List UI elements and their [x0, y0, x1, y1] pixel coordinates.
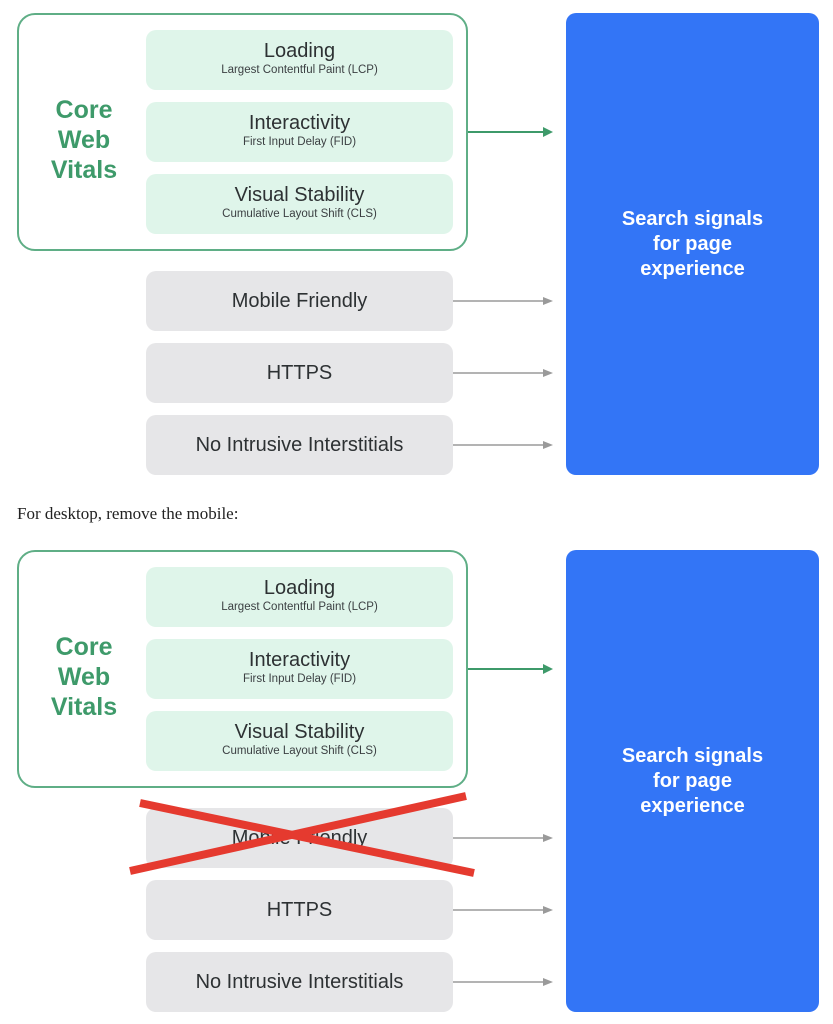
metric-subtitle: Largest Contentful Paint (LCP) [221, 601, 378, 613]
page-experience-label: Search signals for page experience [621, 744, 764, 817]
https-arrow [453, 369, 553, 377]
metric-title: Loading [263, 577, 336, 599]
caption: For desktop, remove the mobile: [17, 504, 239, 523]
page-experience-box: Search signals for page experience [566, 550, 819, 1012]
core-web-vitals-title: Core Web Vitals [50, 96, 118, 184]
metric-subtitle: Largest Contentful Paint (LCP) [221, 64, 378, 76]
diagram-desktop: Core Web Vitals Loading Largest Contentf… [0, 537, 833, 1017]
metric-title: Visual Stability [234, 721, 365, 743]
arrows [453, 127, 553, 449]
mobile-arrow [453, 297, 553, 305]
metric-subtitle: Cumulative Layout Shift (CLS) [222, 745, 377, 757]
interstitials-arrow [453, 441, 553, 449]
metric-subtitle: First Input Delay (FID) [242, 136, 357, 148]
cwv-arrow [468, 664, 553, 674]
interstitials-arrow [453, 978, 553, 986]
signal-no-intrusive-interstitials: No Intrusive Interstitials [146, 415, 453, 475]
metric-title: Visual Stability [234, 184, 365, 206]
metric-title: Interactivity [248, 649, 351, 671]
metric-interactivity: Interactivity First Input Delay (FID) [146, 639, 453, 699]
metric-interactivity: Interactivity First Input Delay (FID) [146, 102, 453, 162]
metric-subtitle: Cumulative Layout Shift (CLS) [222, 208, 377, 220]
cwv-arrow [468, 127, 553, 137]
core-web-vitals-title: Core Web Vitals [50, 633, 118, 721]
metric-loading: Loading Largest Contentful Paint (LCP) [146, 30, 453, 90]
metric-title: Loading [263, 40, 336, 62]
signal-https: HTTPS [146, 343, 453, 403]
https-arrow [453, 906, 553, 914]
mobile-arrow [453, 834, 553, 842]
metric-visual-stability: Visual Stability Cumulative Layout Shift… [146, 174, 453, 234]
metric-title: Interactivity [248, 112, 351, 134]
diagram-mobile: Core Web Vitals Loading Largest Contentf… [0, 0, 833, 480]
signal-no-intrusive-interstitials: No Intrusive Interstitials [146, 952, 453, 1012]
metric-visual-stability: Visual Stability Cumulative Layout Shift… [146, 711, 453, 771]
signal-mobile-friendly: Mobile Friendly [146, 271, 453, 331]
metric-subtitle: First Input Delay (FID) [242, 673, 357, 685]
page-experience-box: Search signals for page experience [566, 13, 819, 475]
arrows [129, 664, 553, 986]
page-experience-label: Search signals for page experience [621, 207, 764, 280]
red-cross-mark [129, 792, 475, 877]
signal-https: HTTPS [146, 880, 453, 940]
metric-loading: Loading Largest Contentful Paint (LCP) [146, 567, 453, 627]
